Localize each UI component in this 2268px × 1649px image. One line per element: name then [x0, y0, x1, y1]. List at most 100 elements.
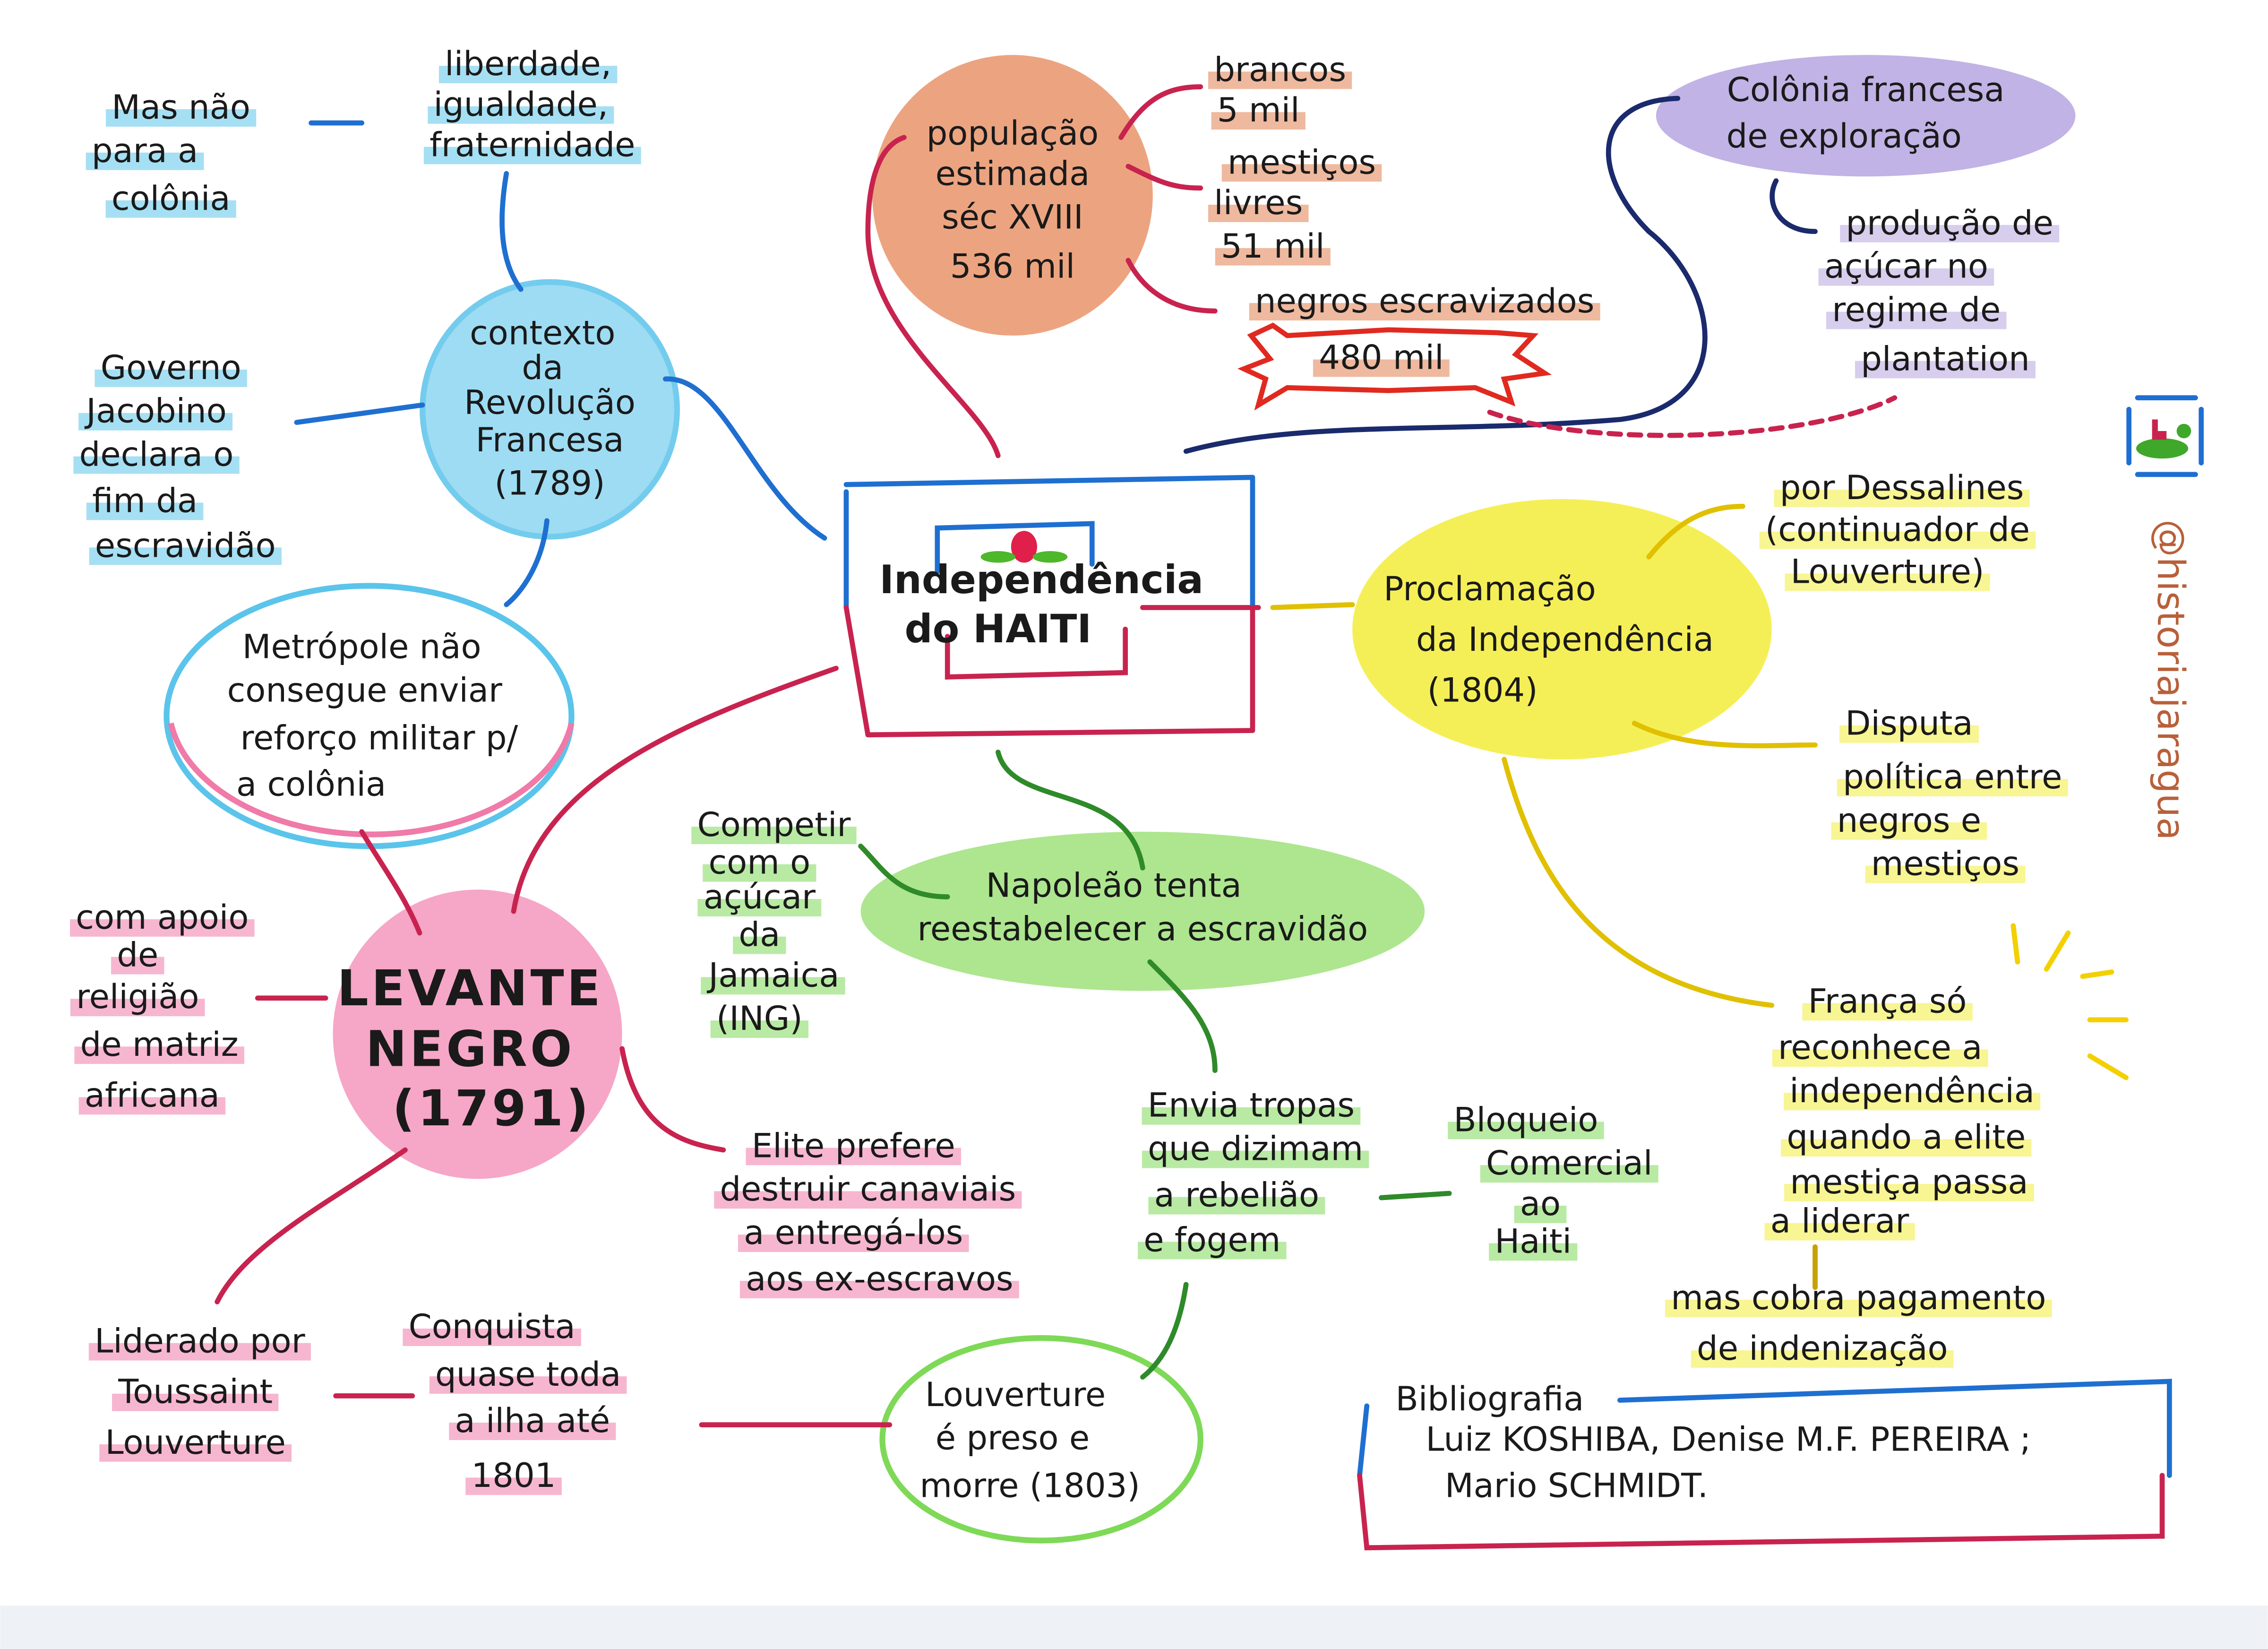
- node-text: Disputa: [1845, 704, 1973, 743]
- colonia-bubble: [1656, 55, 2076, 177]
- highlight-mark: [691, 827, 857, 844]
- highlight-mark: [1142, 1150, 1369, 1168]
- highlight-mark: [111, 957, 164, 975]
- highlight-mark: [701, 977, 845, 995]
- highlight-mark: [403, 1329, 581, 1346]
- highlight-mark: [465, 1477, 562, 1495]
- node-text: (ING): [716, 999, 803, 1038]
- node-populacao: população estimada séc XVIII 536 mil: [927, 114, 1099, 286]
- node-text: da: [739, 915, 780, 954]
- node-text: contexto: [470, 313, 615, 352]
- node-text: reforço militar p/: [241, 718, 518, 757]
- highlight-mark: [1208, 205, 1309, 222]
- node-text: Haiti: [1495, 1222, 1572, 1260]
- node-text: plantation: [1861, 339, 2029, 378]
- node-brancos: brancos 5 mil: [1214, 50, 1346, 130]
- node-text: Governo: [101, 348, 241, 387]
- node-text: Envia tropas: [1148, 1086, 1355, 1125]
- highlight-mark: [733, 936, 786, 954]
- highlight-mark: [1211, 112, 1306, 130]
- node-text: de: [117, 935, 158, 974]
- node-text: fim da: [92, 481, 198, 520]
- node-liderado: Liderado por Toussaint Louverture: [94, 1322, 305, 1462]
- highlight-mark: [739, 1281, 1019, 1298]
- node-text: religião: [76, 977, 199, 1016]
- central-title-line: do HAITI: [904, 606, 1091, 652]
- highlight-mark: [738, 1235, 969, 1252]
- highlighter-marks: [70, 66, 2068, 1495]
- node-franca: França só reconhece a independência quan…: [1770, 982, 2035, 1240]
- highlight-mark: [449, 1423, 616, 1440]
- node-text: açúcar no: [1824, 247, 1988, 286]
- node-apoio: com apoio de religião de matriz africana: [76, 898, 249, 1114]
- node-text: igualdade,: [434, 85, 609, 124]
- node-text: Liderado por: [94, 1322, 305, 1361]
- node-text: Colônia francesa: [1727, 70, 2005, 109]
- node-text: a ilha até: [455, 1401, 610, 1440]
- node-mesticos: mestiços livres 51 mil: [1214, 143, 1376, 266]
- node-text: LEVANTE: [337, 959, 603, 1017]
- highlight-mark: [714, 1191, 1022, 1209]
- node-bloqueio: Bloqueio Comercial ao Haiti: [1453, 1100, 1652, 1260]
- highlight-mark: [1785, 573, 1990, 591]
- node-text: declara o: [79, 435, 234, 474]
- highlight-mark: [1148, 1197, 1325, 1215]
- watermark: @historiajaragua: [2126, 395, 2204, 840]
- node-text: Revolução: [464, 383, 636, 422]
- node-text: liberdade,: [445, 44, 611, 83]
- node-text: séc XVIII: [942, 198, 1083, 237]
- highlight-mark: [428, 106, 614, 124]
- highlight-mark: [1208, 71, 1352, 89]
- node-text: produção de: [1846, 204, 2053, 242]
- highlight-mark: [1514, 1205, 1567, 1223]
- highlight-mark: [1764, 1223, 1915, 1241]
- highlight-mark: [1772, 1049, 1988, 1067]
- node-text: com o: [708, 843, 810, 882]
- node-governo: Governo Jacobino declara o fim da escrav…: [79, 348, 276, 565]
- highlight-mark: [1831, 822, 1987, 840]
- highlight-mark: [1818, 268, 1994, 286]
- node-text: a colônia: [236, 765, 386, 803]
- node-text: consegue enviar: [227, 671, 502, 709]
- node-text: é preso e: [936, 1419, 1090, 1458]
- highlight-mark: [112, 1393, 279, 1411]
- highlight-mark: [78, 1097, 226, 1115]
- node-text: africana: [85, 1076, 220, 1114]
- node-disputa: Disputa política entre negros e mestiços: [1837, 704, 2062, 883]
- populacao-bubble: [872, 55, 1153, 336]
- node-text: de indenização: [1697, 1329, 1948, 1368]
- node-central: Independência do HAITI: [879, 557, 1203, 652]
- highlight-mark: [1840, 224, 2060, 242]
- node-competir: Competir com o açúcar da Jamaica (ING): [697, 805, 851, 1038]
- node-text: quando a elite: [1787, 1118, 2026, 1157]
- node-conquista: Conquista quase toda a ilha até 1801: [409, 1307, 621, 1495]
- node-colonia: Colônia francesa de exploração: [1727, 70, 2005, 155]
- node-text: Metrópole não: [242, 628, 481, 666]
- bibliografia: Bibliografia Luiz KOSHIBA, Denise M.F. P…: [1395, 1380, 2031, 1505]
- node-text: 480 mil: [1319, 338, 1443, 377]
- node-text: reconhece a: [1778, 1028, 1982, 1067]
- highlight-mark: [1802, 1003, 1973, 1021]
- node-text: brancos: [1214, 50, 1346, 89]
- node-text: mestiços: [1871, 845, 2019, 883]
- highlight-mark: [73, 456, 240, 474]
- node-text: morre (1803): [919, 1467, 1140, 1505]
- connectors: [215, 84, 2172, 1551]
- node-text: Napoleão tenta: [986, 866, 1242, 905]
- node-elite: Elite prefere destruir canaviais a entre…: [720, 1126, 1016, 1298]
- node-text: independência: [1789, 1071, 2035, 1110]
- node-levante: LEVANTE NEGRO (1791): [337, 959, 603, 1137]
- node-text: (continuador de: [1765, 510, 2030, 549]
- node-text: da: [522, 348, 563, 387]
- node-text: reestabelecer a escravidão: [917, 909, 1368, 948]
- node-text: Conquista: [409, 1307, 576, 1346]
- levante-bubble: [333, 889, 622, 1179]
- node-metropole: Metrópole não consegue enviar reforço mi…: [227, 628, 518, 804]
- highlight-mark: [1837, 779, 2068, 796]
- highlight-mark: [1781, 1139, 2032, 1157]
- highlight-mark: [1138, 1242, 1287, 1260]
- flower-icon: [1011, 531, 1037, 563]
- node-text: açúcar: [704, 878, 816, 916]
- node-text: 5 mil: [1217, 91, 1300, 130]
- node-napoleao: Napoleão tenta reestabelecer a escravidã…: [917, 866, 1368, 949]
